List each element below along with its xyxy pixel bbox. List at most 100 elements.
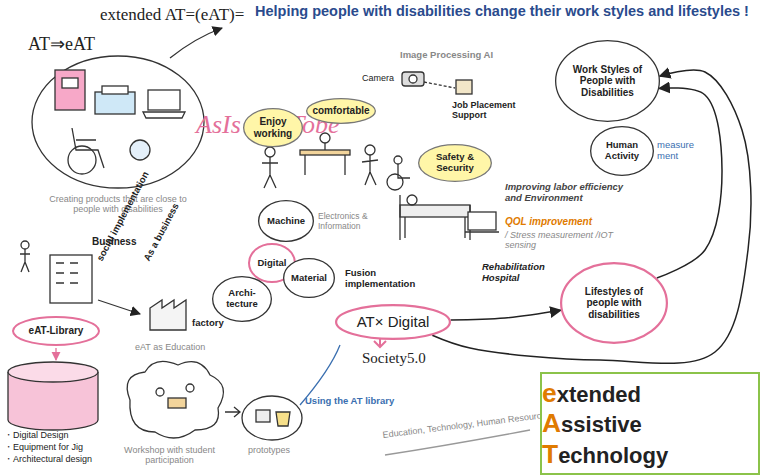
annotation-label: Electronics & Information — [318, 212, 388, 232]
node-text: Work Styles of People with Disabilities — [555, 64, 660, 99]
person-body — [20, 249, 30, 272]
person-head — [21, 241, 29, 249]
annotation-label: Society5.0 — [362, 350, 426, 367]
wheelchair-frame — [72, 128, 104, 168]
camera-lens — [409, 75, 417, 83]
annotation-label: ・Equipment for Jig — [4, 442, 83, 452]
annotation-label: Job Placement Support — [452, 100, 516, 121]
annotation-label: social implementation — [95, 170, 151, 263]
prototype-circle — [242, 396, 302, 440]
node-ellipse — [259, 201, 314, 242]
bed-frame — [400, 195, 470, 240]
annotation-label: Fusion implementation — [345, 268, 423, 290]
workshop-table — [168, 398, 186, 408]
desk — [300, 150, 350, 155]
annotation-label: QOL improvement — [505, 216, 592, 228]
concept-circle: Work Styles of People with Disabilities — [555, 40, 660, 122]
flow-arrow — [451, 310, 561, 320]
person-body — [398, 164, 410, 178]
node-text: Archi- tecture — [212, 288, 272, 310]
node-ellipse — [336, 305, 450, 339]
person-body — [324, 143, 325, 150]
wheelchair-wheel — [387, 174, 403, 190]
annotation-label: Rehabilitation Hospital — [482, 262, 562, 284]
building-windows — [56, 263, 78, 283]
monitor-base — [465, 231, 499, 232]
node-text: Human Activity — [590, 140, 654, 162]
node-text: Machine — [260, 216, 312, 227]
factory-icon — [150, 300, 186, 330]
flow-arrow — [657, 88, 722, 278]
annotation-label: Image Processing AI — [400, 50, 493, 61]
annotation-label: prototypes — [248, 445, 290, 455]
node-text: AT× Digital — [342, 313, 445, 330]
laptop-base — [143, 112, 185, 118]
annotation-label: eAT as Education — [135, 342, 205, 352]
prototype-cup — [276, 412, 290, 426]
node-text: Technology — [542, 439, 758, 469]
annotation-label: ・Digital Design — [4, 430, 69, 440]
node-ellipse — [13, 317, 99, 345]
laptop-icon — [148, 90, 180, 110]
concept-circle: Machine — [258, 200, 314, 242]
concept-circle: Material — [283, 258, 335, 298]
desk-leg — [305, 155, 345, 175]
node-text: Assistive — [542, 408, 758, 438]
person-body — [262, 157, 278, 188]
node-ellipse — [244, 109, 303, 147]
annotation-label: factory — [192, 318, 224, 329]
annotation-label: Using the AT library — [305, 396, 394, 407]
annotation-label: ・Architectural design — [4, 454, 92, 464]
concept-circle: Safety & Security — [418, 144, 492, 182]
camera-icon — [402, 72, 424, 86]
job-box-icon — [456, 80, 472, 94]
annotation-label: Camera — [362, 73, 394, 83]
diagram-title: Helping people with disabilities change … — [255, 3, 760, 20]
device-screen — [62, 78, 78, 88]
node-text: extended — [542, 378, 758, 408]
annotation-label: Business — [92, 236, 136, 248]
device-icon — [130, 140, 150, 160]
node-ellipse — [284, 259, 335, 298]
annotation-label: / Stress measurement /IOT sensing — [505, 230, 640, 251]
prototype-icon — [256, 410, 270, 422]
camera-link — [424, 82, 455, 88]
concept-circle: Human Activity — [590, 126, 654, 176]
student-head — [156, 388, 164, 396]
node-ellipse — [213, 277, 272, 322]
person-body — [362, 155, 378, 185]
title-box: extendedAssistiveTechnology — [540, 372, 760, 475]
printer-top — [102, 86, 128, 94]
person-head — [394, 156, 402, 164]
library-link — [55, 348, 56, 360]
annotation-label: AT⇒eAT — [28, 34, 95, 55]
annotation-label: measure ment — [657, 140, 697, 162]
concept-circle: Lifestyles of people with disabilities — [560, 262, 668, 344]
product-circle — [32, 56, 204, 188]
monitor-icon — [468, 212, 496, 230]
concept-circle: Enjoy working — [243, 108, 303, 147]
annotation-label: extended AT=(eAT)= — [100, 5, 244, 25]
annotation-label: Improving labor efficiency and Environme… — [505, 182, 633, 204]
printer-icon — [95, 92, 135, 114]
node-text: eAT-Library — [18, 325, 95, 337]
node-text: Lifestyles of people with disabilities — [560, 286, 668, 321]
node-ellipse — [591, 127, 654, 176]
arrow-to-eat — [170, 28, 222, 58]
node-text: Digital — [251, 258, 292, 269]
annotation-label: Workshop with student participation — [112, 445, 227, 466]
student-head — [186, 384, 194, 392]
concept-circle: eAT-Library — [12, 316, 100, 346]
node-text: Safety & Security — [418, 152, 492, 174]
person-head — [365, 145, 375, 155]
library-cylinder-top — [8, 362, 98, 382]
building — [50, 255, 92, 303]
node-ellipse — [556, 41, 660, 122]
patient-head — [407, 195, 417, 205]
workshop-cloud — [127, 361, 223, 438]
bed — [400, 205, 470, 217]
node-text: Material — [284, 273, 334, 284]
business-arrow — [98, 300, 140, 314]
person-head — [265, 147, 275, 157]
